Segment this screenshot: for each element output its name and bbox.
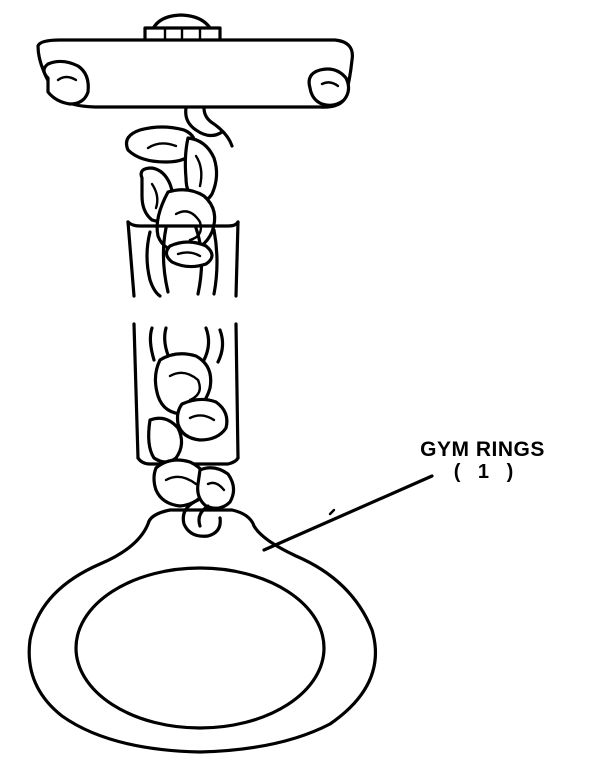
- bracket-right-curl: [307, 67, 351, 107]
- bracket-left-curl: [42, 59, 90, 106]
- upper-strap: [126, 220, 240, 298]
- upper-chain: [124, 106, 234, 254]
- ring-outer: [27, 508, 377, 754]
- callout-leader-line: [262, 474, 434, 552]
- gym-ring: [27, 508, 377, 754]
- callout-quantity: ( 1 ): [453, 461, 520, 484]
- bracket-bolt: [143, 13, 222, 44]
- lower-strap: [132, 322, 240, 466]
- mounting-bracket: [36, 13, 354, 109]
- callout-label: GYM RINGS ( 1 ): [375, 438, 590, 483]
- ring-inner: [74, 566, 326, 730]
- callout-part-name: GYM RINGS: [420, 438, 545, 461]
- lower-chain: [152, 458, 236, 538]
